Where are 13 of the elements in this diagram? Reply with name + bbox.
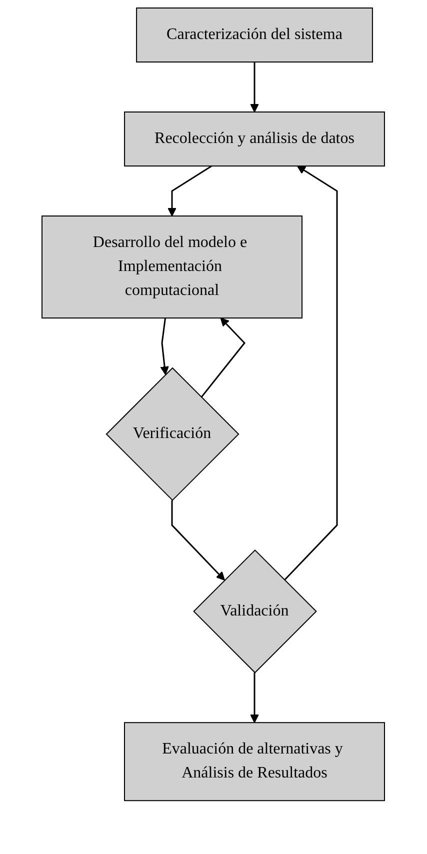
node-box: Recolección y análisis de datos — [124, 112, 386, 166]
arrow — [200, 318, 246, 398]
node-diamond: Verificación — [106, 367, 240, 501]
arrow — [160, 318, 170, 375]
arrow — [172, 500, 226, 581]
arrow — [250, 672, 260, 723]
arrow — [284, 166, 338, 581]
node-box: Desarrollo del modelo e Implementación computacional — [42, 216, 303, 318]
arrow — [250, 62, 260, 112]
node-box: Evaluación de alternativas y Análisis de Resultados — [124, 722, 386, 802]
arrow — [168, 165, 212, 216]
node-diamond: Validación — [193, 549, 318, 674]
node-box: Caracterización del sistema — [136, 8, 374, 62]
